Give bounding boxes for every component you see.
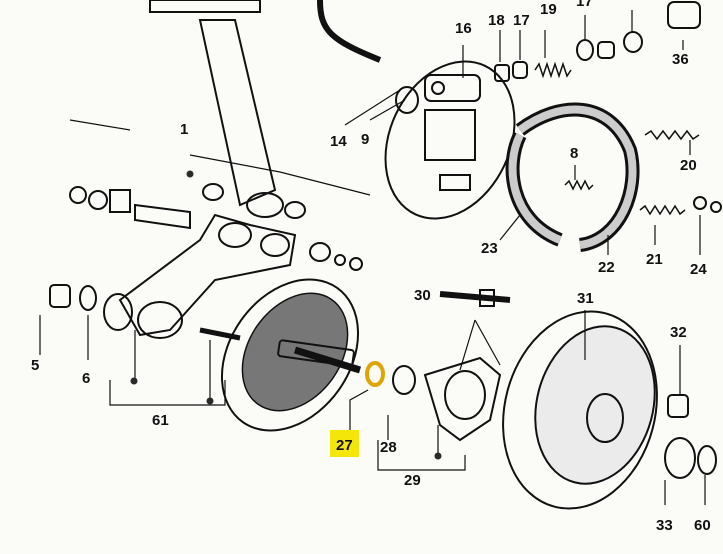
seal-17b <box>576 39 594 61</box>
label-32: 32 <box>670 324 687 341</box>
highlight-box-27 <box>330 430 359 457</box>
label-36: 36 <box>672 51 689 68</box>
label-14: 14 <box>330 133 347 150</box>
label-30: 30 <box>414 287 431 304</box>
label-5: 5 <box>31 357 39 374</box>
hub-flange <box>423 356 502 442</box>
trailing-arm <box>103 213 297 339</box>
backing-plate-left <box>220 278 360 432</box>
washer-6 <box>79 285 97 311</box>
label-29: 29 <box>404 472 421 489</box>
cap-60 <box>697 445 717 475</box>
oil-seal-27 <box>365 361 385 387</box>
label-33: 33 <box>656 517 673 534</box>
label-24: 24 <box>690 261 707 278</box>
brake-hose <box>317 0 382 63</box>
spring-20 <box>644 129 700 141</box>
axle-shaft <box>293 346 362 374</box>
cylinder-cup-9 <box>395 86 419 114</box>
seal-17d <box>623 31 643 53</box>
washer-24b <box>710 201 722 213</box>
cup-17a <box>512 61 528 79</box>
label-21: 21 <box>646 251 663 268</box>
label-9: 9 <box>361 131 369 148</box>
bolt-30 <box>439 291 511 303</box>
bearing-28 <box>392 365 416 395</box>
bearing-33 <box>664 437 696 479</box>
leader-lines <box>39 10 706 505</box>
label-8: 8 <box>570 145 578 162</box>
label-17a: 17 <box>513 12 530 29</box>
washer-24a <box>693 196 707 210</box>
spring-8 <box>564 179 594 191</box>
label-31: 31 <box>577 290 594 307</box>
brake-drum <box>502 310 658 510</box>
wheel-cylinder-16 <box>424 74 481 102</box>
label-61: 61 <box>152 412 169 429</box>
cup-17c <box>597 41 615 59</box>
nut-5 <box>49 284 71 308</box>
brake-shoe <box>505 102 640 252</box>
piston-18 <box>494 64 510 82</box>
label-22: 22 <box>598 259 615 276</box>
label-16: 16 <box>455 20 472 37</box>
label-17b: 17 <box>576 0 593 10</box>
label-60: 60 <box>694 517 711 534</box>
backing-plate-rear <box>384 60 516 220</box>
label-28: 28 <box>380 439 397 456</box>
label-20: 20 <box>680 157 697 174</box>
bush-36 <box>667 1 701 29</box>
label-19: 19 <box>540 1 557 18</box>
stud <box>199 327 241 341</box>
spring-19 <box>534 61 572 79</box>
label-27: 27 <box>336 437 353 454</box>
dot-markers <box>130 170 442 460</box>
spring-21 <box>639 204 686 216</box>
label-6: 6 <box>82 370 90 387</box>
label-18: 18 <box>488 12 505 29</box>
nut-32 <box>667 394 689 418</box>
label-1: 1 <box>180 121 188 138</box>
suspension-strut <box>149 0 284 218</box>
bushing-set <box>69 183 363 271</box>
label-23: 23 <box>481 240 498 257</box>
